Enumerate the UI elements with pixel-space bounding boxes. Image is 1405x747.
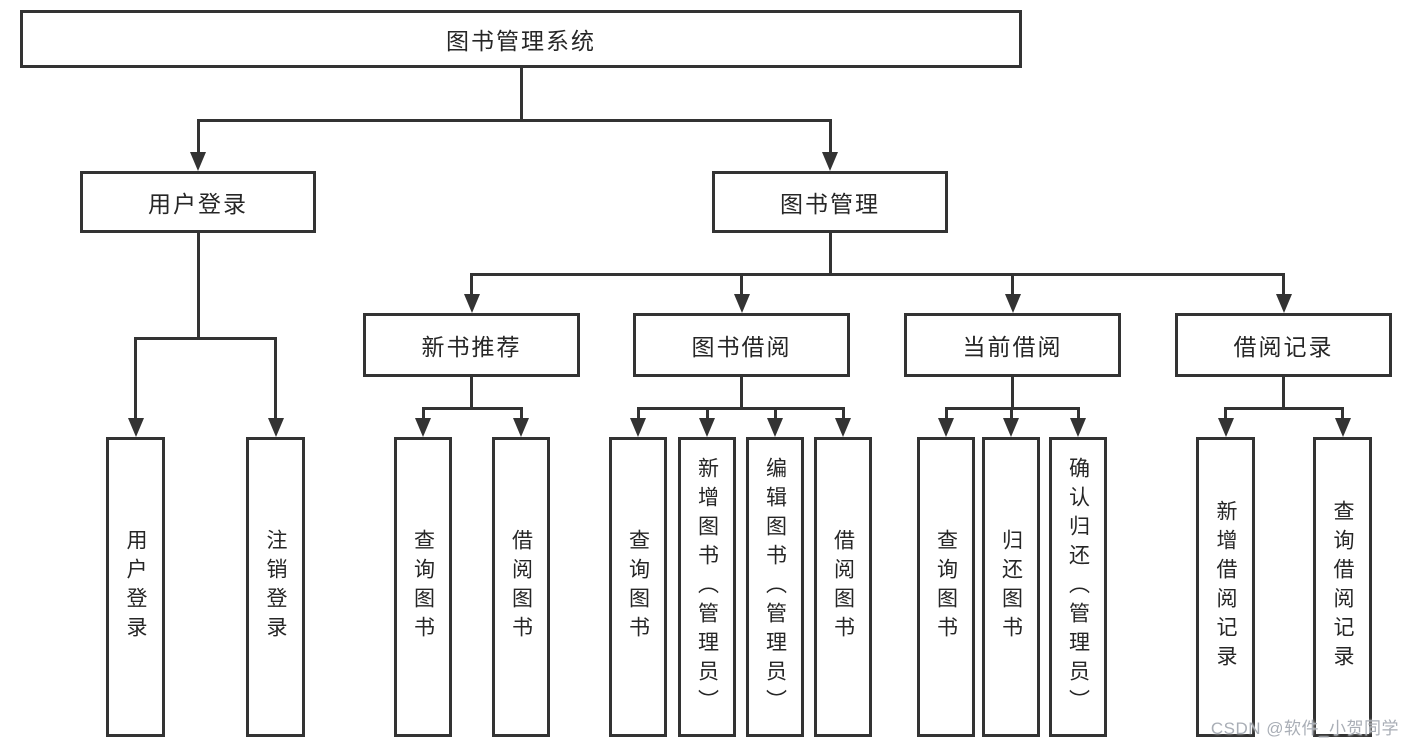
leaf-borrow-borrow-book-label: 借阅图书 [831, 529, 855, 645]
connector-to-leaf [944, 407, 948, 420]
connector-user-login-hline [134, 336, 277, 340]
leaf-borrow-query-book-label: 查询图书 [626, 529, 650, 645]
node-new-book-recommend: 新书推荐 [363, 313, 580, 377]
arrowhead-down-icon [699, 418, 715, 437]
leaf-current-return-book-label: 归还图书 [999, 529, 1023, 645]
connector-to-book-management [828, 120, 832, 154]
connector-borrow-stub [740, 377, 743, 408]
leaf-user-login-label: 用户登录 [124, 529, 147, 645]
connector-to-leaf [274, 338, 277, 420]
connector-borrow-hline [636, 406, 845, 410]
connector-to-leaf [1076, 407, 1080, 420]
arrowhead-down-icon [1004, 294, 1021, 313]
leaf-borrow-query-book: 查询图书 [609, 437, 667, 737]
leaf-record-add-label: 新增借阅记录 [1214, 500, 1237, 674]
node-borrow-record-label: 借阅记录 [1233, 334, 1334, 360]
leaf-borrow-borrow-book: 借阅图书 [814, 437, 872, 737]
connector-book-management-hline [470, 272, 1285, 276]
arrowhead-down-icon [1334, 418, 1351, 437]
node-book-borrow: 图书借阅 [633, 313, 850, 377]
connector-current-stub [1011, 377, 1014, 408]
connector-to-leaf [841, 407, 845, 420]
leaf-logout: 注销登录 [246, 437, 305, 737]
connector-to-leaf [1009, 407, 1013, 420]
node-user-login: 用户登录 [80, 171, 316, 233]
arrowhead-down-icon [767, 418, 783, 437]
node-book-management-label: 图书管理 [780, 191, 880, 217]
connector-to-leaf [421, 407, 425, 420]
connector-root-stub [519, 68, 523, 121]
leaf-record-add: 新增借阅记录 [1196, 437, 1255, 737]
node-current-borrow: 当前借阅 [904, 313, 1121, 377]
node-user-login-label: 用户登录 [148, 191, 248, 217]
leaf-borrow-edit-book-label: 编辑图书（管理员） [763, 456, 787, 718]
node-borrow-record: 借阅记录 [1175, 313, 1392, 377]
connector-root-hline [196, 118, 832, 122]
arrowhead-down-icon [630, 418, 646, 437]
connector-recommend-stub [470, 377, 473, 408]
connector-to-leaf [705, 407, 709, 420]
arrowhead-down-icon [513, 418, 529, 437]
node-book-borrow-label: 图书借阅 [691, 334, 792, 360]
leaf-record-query: 查询借阅记录 [1313, 437, 1372, 737]
leaf-record-query-label: 查询借阅记录 [1331, 500, 1354, 674]
connector-book-management-stub [828, 233, 832, 275]
leaf-borrow-edit-book: 编辑图书（管理员） [746, 437, 804, 737]
connector-to-leaf [1224, 407, 1227, 420]
node-current-borrow-label: 当前借阅 [962, 334, 1063, 360]
leaf-recommend-borrow-book-label: 借阅图书 [509, 529, 533, 645]
leaf-recommend-query-book-label: 查询图书 [411, 529, 435, 645]
arrowhead-down-icon [127, 418, 144, 437]
leaf-current-query-book: 查询图书 [917, 437, 975, 737]
leaf-borrow-add-book: 新增图书（管理员） [678, 437, 736, 737]
connector-to-section [1011, 274, 1014, 296]
connector-record-stub [1282, 377, 1285, 408]
arrowhead-down-icon [190, 152, 206, 171]
arrowhead-down-icon [822, 152, 838, 171]
node-root-label: 图书管理系统 [446, 28, 596, 54]
leaf-current-return-book: 归还图书 [982, 437, 1040, 737]
arrowhead-down-icon [835, 418, 851, 437]
node-book-management: 图书管理 [712, 171, 948, 233]
leaf-borrow-add-book-label: 新增图书（管理员） [695, 456, 719, 718]
leaf-recommend-query-book: 查询图书 [394, 437, 452, 737]
leaf-user-login: 用户登录 [106, 437, 165, 737]
leaf-current-confirm-return-label: 确认归还（管理员） [1066, 456, 1090, 718]
connector-to-leaf [773, 407, 777, 420]
arrowhead-down-icon [1003, 418, 1019, 437]
arrowhead-down-icon [1070, 418, 1086, 437]
connector-to-leaf [1341, 407, 1344, 420]
arrowhead-down-icon [938, 418, 954, 437]
arrowhead-down-icon [733, 294, 750, 313]
arrowhead-down-icon [1217, 418, 1234, 437]
connector-to-section [740, 274, 743, 296]
connector-to-user-login [196, 120, 200, 154]
connector-to-section [1282, 274, 1285, 296]
watermark: CSDN @软件_小贺同学 [1210, 719, 1399, 738]
leaf-current-query-book-label: 查询图书 [934, 529, 958, 645]
arrowhead-down-icon [463, 294, 480, 313]
connector-to-leaf [636, 407, 640, 420]
leaf-recommend-borrow-book: 借阅图书 [492, 437, 550, 737]
connector-record-hline [1224, 406, 1344, 410]
node-root: 图书管理系统 [20, 10, 1022, 68]
leaf-logout-label: 注销登录 [264, 529, 287, 645]
node-new-book-recommend-label: 新书推荐 [421, 334, 522, 360]
arrowhead-down-icon [267, 418, 284, 437]
connector-to-section [470, 274, 473, 296]
arrowhead-down-icon [415, 418, 431, 437]
connector-recommend-hline [421, 406, 523, 410]
arrowhead-down-icon [1275, 294, 1292, 313]
connector-to-leaf [519, 407, 523, 420]
connector-to-leaf [134, 338, 137, 420]
leaf-current-confirm-return: 确认归还（管理员） [1049, 437, 1107, 737]
connector-user-login-stub [196, 233, 200, 339]
